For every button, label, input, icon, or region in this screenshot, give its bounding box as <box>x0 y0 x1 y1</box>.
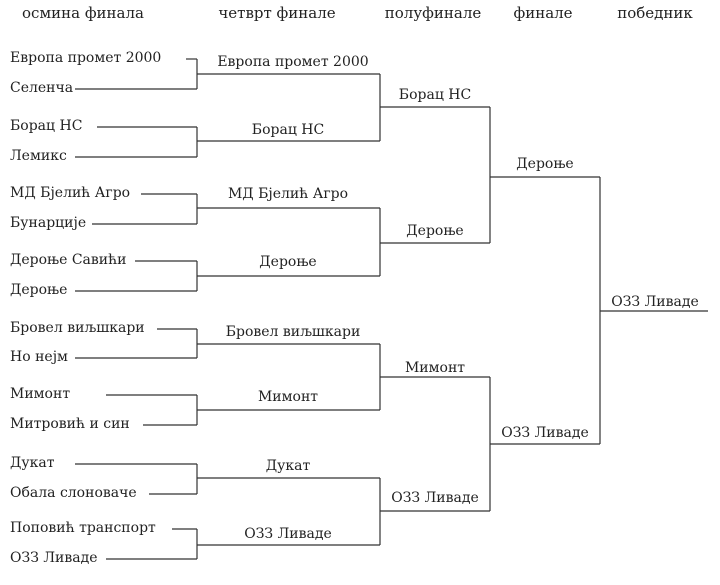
final-winner: Дероње <box>516 156 574 172</box>
header-final: финале <box>513 4 573 22</box>
sf-winner: Мимонт <box>404 360 466 376</box>
header-quarterfinal: четврт финале <box>218 4 336 22</box>
r16-team: ОЗЗ Ливаде <box>10 550 98 566</box>
r16-team: Дукат <box>10 455 55 471</box>
sf-winner: ОЗЗ Ливаде <box>391 490 479 506</box>
r16-team: Но нејм <box>10 349 68 365</box>
sf-winner: Борац НС <box>398 87 472 103</box>
r16-team: Бунарције <box>10 215 87 231</box>
qf-winner: Бровел виљшкари <box>225 324 361 340</box>
qf-winner: Дероње <box>259 254 317 270</box>
r16-team: МД Бјелић Агро <box>10 185 131 201</box>
r16-team: Селенча <box>10 80 74 96</box>
qf-winner: МД Бјелић Агро <box>227 186 349 202</box>
final-winner: ОЗЗ Ливаде <box>501 425 589 441</box>
header-champion: победник <box>617 4 693 22</box>
sf-winner: Дероње <box>406 223 464 239</box>
r16-team: Европа промет 2000 <box>10 50 162 66</box>
r16-team: Борац НС <box>10 118 83 134</box>
qf-winner: Мимонт <box>257 389 319 405</box>
r16-team: Митровић и син <box>10 416 130 432</box>
qf-winner: Борац НС <box>251 122 325 138</box>
r16-team: Дероње <box>10 282 68 298</box>
r16-team: Мимонт <box>10 386 71 402</box>
r16-team: Обала слоноваче <box>10 485 137 501</box>
r16-team: Дероње Савићи <box>10 252 127 268</box>
r16-team: Лемикс <box>10 148 67 164</box>
r16-team: Поповић транспорт <box>10 520 156 536</box>
qf-winner: ОЗЗ Ливаде <box>244 526 332 542</box>
qf-winner: Дукат <box>265 458 311 474</box>
champion: ОЗЗ Ливаде <box>611 294 699 310</box>
header-semifinal: полуфинале <box>384 4 482 22</box>
qf-winner: Европа промет 2000 <box>217 54 369 70</box>
header-round-of-16: осмина финала <box>22 4 144 22</box>
r16-team: Бровел виљшкари <box>10 320 145 336</box>
